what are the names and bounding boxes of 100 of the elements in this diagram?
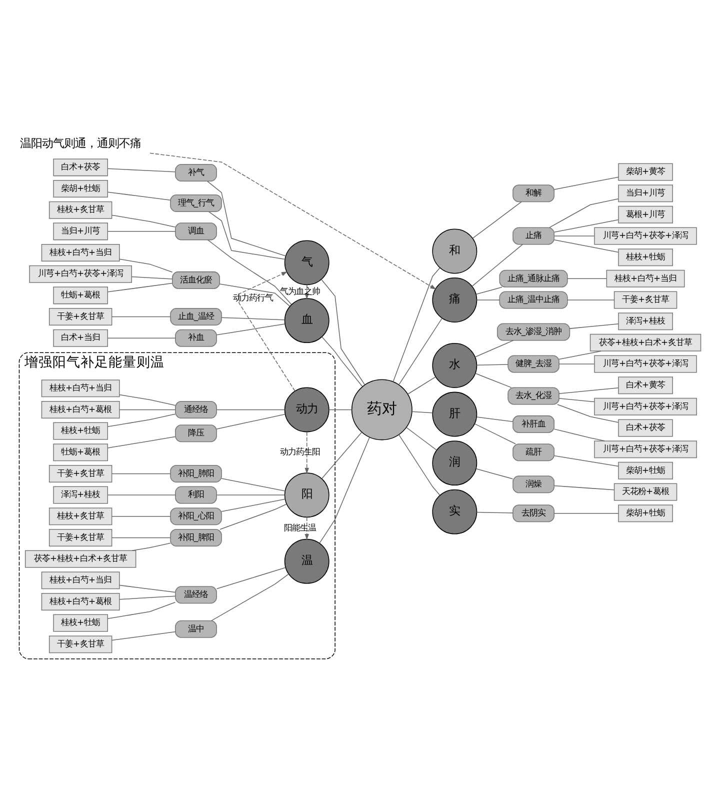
connector: [322, 336, 363, 387]
node-box: 干姜+炙甘草: [614, 291, 678, 309]
connector: [107, 192, 171, 200]
node-circle: 温: [284, 538, 330, 584]
node-box: 补阳_肺阳: [170, 464, 222, 482]
connector: [111, 316, 171, 318]
node-circle: 和: [432, 228, 478, 274]
node-box: 补阳_脾阳: [170, 528, 222, 546]
connector: [398, 434, 440, 496]
connector: [554, 512, 619, 514]
node-box: 补肝血: [512, 415, 554, 433]
connector: [558, 398, 595, 402]
node-box: 止痛_温中止痛: [499, 291, 568, 309]
connector: [476, 468, 514, 480]
connector: [211, 574, 290, 622]
node-box: 温经络: [175, 586, 217, 604]
arrow: [304, 432, 309, 474]
connector: [221, 498, 286, 512]
node-box: 茯苓+桂枝+白术+炙甘草: [24, 550, 136, 568]
connector: [208, 211, 286, 260]
node-box: 润燥: [512, 476, 554, 494]
node-box: 桂枝+牡蛎: [618, 248, 673, 266]
node-box: 川芎+白芍+茯苓+泽泻: [594, 398, 697, 416]
node-box: 白术+黄芩: [618, 376, 673, 394]
connector: [131, 276, 173, 280]
edge-label: 阳能生温: [284, 522, 316, 532]
connector: [107, 494, 176, 496]
connector: [412, 411, 433, 414]
connector: [407, 376, 436, 395]
connector: [474, 373, 512, 388]
connector: [406, 427, 437, 450]
connector: [111, 631, 176, 641]
connector: [219, 284, 290, 307]
node-box: 泽泻+桂枝: [53, 486, 108, 504]
connector: [111, 537, 171, 538]
node-box: 利阳: [175, 486, 217, 504]
connector: [392, 268, 440, 382]
edge-label: 气为血之帅: [280, 286, 320, 296]
connector: [107, 414, 176, 428]
node-circle: 药对: [351, 379, 412, 440]
node-box: 健脾_去湿: [508, 355, 560, 373]
connector: [107, 231, 176, 232]
connector: [216, 494, 286, 496]
connector: [216, 567, 286, 590]
node-box: 白术+茯苓: [53, 158, 108, 176]
node-box: 桂枝+白芍+当归: [41, 380, 120, 398]
node-box: 牡蛎+葛根: [53, 286, 108, 304]
node-box: 白术+茯苓: [618, 419, 673, 437]
node-box: 温中: [175, 620, 217, 638]
node-box: 当归+川芎: [53, 222, 108, 240]
node-box: 桂枝+炙甘草: [48, 508, 112, 526]
node-box: 桂枝+炙甘草: [48, 201, 112, 219]
node-box: 降压: [175, 424, 217, 442]
connector: [476, 286, 502, 295]
node-circle: 阳: [284, 472, 330, 518]
node-box: 补血: [175, 329, 217, 347]
node-circle: 润: [432, 440, 478, 486]
connector: [474, 423, 516, 444]
node-box: 柴胡+牡蛎: [618, 504, 673, 522]
connector: [112, 214, 176, 228]
edge-label: 动力药行气: [233, 292, 274, 303]
node-box: 川芎+白芍+茯苓+泽泻: [29, 265, 132, 283]
connector: [207, 239, 292, 305]
arrow: [304, 516, 309, 540]
node-box: 天花粉+葛根: [614, 483, 678, 501]
node-circle: 水: [432, 343, 478, 388]
node-box: 调血: [175, 222, 217, 240]
arrow: [238, 272, 296, 392]
node-box: 理气_行气: [170, 194, 222, 212]
node-box: 补气: [175, 164, 217, 182]
connector: [119, 409, 176, 410]
node-box: 桂枝+白芍+当归: [41, 572, 120, 590]
node-box: 桂枝+白芍+葛根: [41, 400, 120, 418]
connector: [321, 432, 362, 479]
node-box: 补阳_心阳: [170, 508, 222, 526]
connector: [549, 198, 619, 228]
connector: [119, 584, 176, 593]
node-box: 桂枝+白芍+当归: [606, 270, 685, 288]
node-box: 去水_化湿: [508, 387, 560, 405]
connector: [476, 364, 508, 366]
node-box: 桂枝+牡蛎: [53, 422, 108, 440]
connector: [328, 409, 352, 410]
node-box: 干姜+炙甘草: [48, 636, 112, 654]
connector: [472, 201, 522, 239]
connector: [220, 504, 287, 530]
connector: [557, 404, 619, 423]
node-circle: 动力: [284, 387, 330, 432]
node-text: 温阳动气则通，通则不痛: [20, 136, 142, 150]
node-box: 川芎+白芍+茯苓+泽泻: [594, 227, 697, 245]
node-circle: 气: [284, 240, 330, 286]
node-box: 干姜+炙甘草: [48, 464, 112, 482]
connector: [216, 409, 286, 410]
node-box: 川芎+白芍+茯苓+泽泻: [594, 355, 697, 373]
node-box: 止血_温经: [170, 308, 222, 326]
connector: [398, 318, 442, 386]
connector: [111, 473, 171, 474]
node-box: 柴胡+牡蛎: [53, 180, 108, 198]
connector: [554, 455, 619, 467]
connector: [319, 437, 370, 544]
node-circle: 血: [284, 298, 330, 344]
